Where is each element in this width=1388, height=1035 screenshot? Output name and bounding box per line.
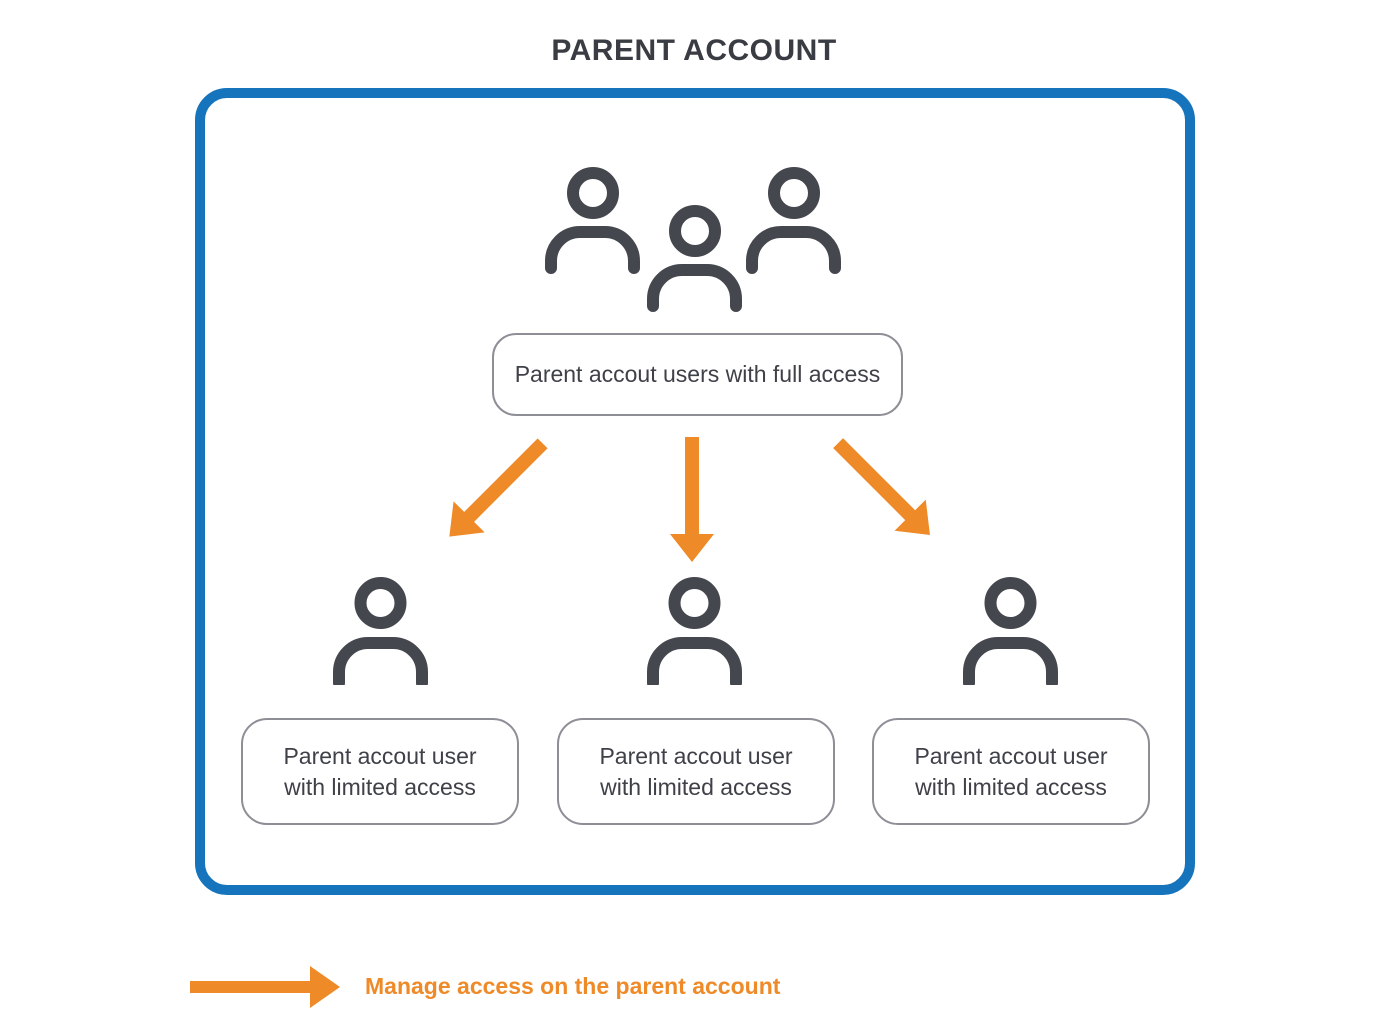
limited-access-node: Parent accout user with limited access bbox=[241, 718, 519, 825]
limited-access-node: Parent accout user with limited access bbox=[557, 718, 835, 825]
limited-access-node-label-line2: with limited access bbox=[915, 773, 1107, 800]
legend: Manage access on the parent account bbox=[0, 960, 1388, 1020]
limited-access-node-label-line2: with limited access bbox=[600, 773, 792, 800]
limited-access-node-label-line2: with limited access bbox=[284, 773, 476, 800]
person-icon bbox=[647, 577, 742, 685]
full-access-node-label: Parent accout users with full access bbox=[514, 361, 881, 387]
arrow-down-left-icon bbox=[434, 428, 558, 552]
limited-access-node-label-line1: Parent accout user bbox=[599, 742, 793, 769]
limited-access-node: Parent accout user with limited access bbox=[872, 718, 1150, 825]
limited-access-node-label-line1: Parent accout user bbox=[914, 742, 1108, 769]
person-icon bbox=[333, 577, 428, 685]
full-access-node: Parent accout users with full access bbox=[492, 333, 903, 416]
users-group-icon bbox=[545, 167, 841, 312]
person-icon bbox=[963, 577, 1058, 685]
arrow-down-icon bbox=[670, 437, 714, 562]
limited-access-node-label-line1: Parent accout user bbox=[283, 742, 477, 769]
page-title: PARENT ACCOUNT bbox=[551, 34, 837, 67]
arrow-down-right-icon bbox=[822, 427, 945, 550]
manage-access-arrow-icon bbox=[190, 966, 340, 1008]
legend-label: Manage access on the parent account bbox=[365, 973, 781, 999]
